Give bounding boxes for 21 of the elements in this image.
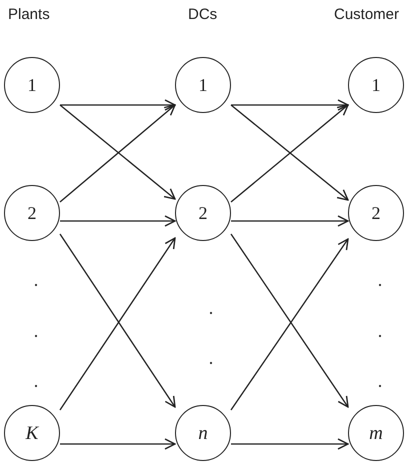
column-heading: Plants	[8, 6, 50, 24]
node-label: m	[369, 424, 383, 442]
node-circle	[175, 185, 231, 241]
arrow	[60, 438, 176, 450]
node-label: 2	[198, 204, 208, 222]
node-label: 2	[28, 204, 36, 222]
arrow	[60, 215, 176, 227]
node-label: 1	[198, 76, 208, 94]
node-label: 2	[372, 204, 380, 222]
node-label: K	[26, 424, 38, 442]
node-label: n	[198, 424, 208, 442]
column-heading: DCs	[188, 6, 218, 24]
node-label: 1	[372, 76, 380, 94]
arrow	[231, 215, 349, 227]
node-label: 1	[28, 76, 36, 94]
arrow	[231, 438, 349, 450]
arrow	[60, 99, 176, 111]
node-circle	[348, 185, 404, 241]
node-circle	[175, 405, 231, 461]
column-heading: Customer	[334, 6, 400, 24]
arrow	[231, 99, 349, 111]
